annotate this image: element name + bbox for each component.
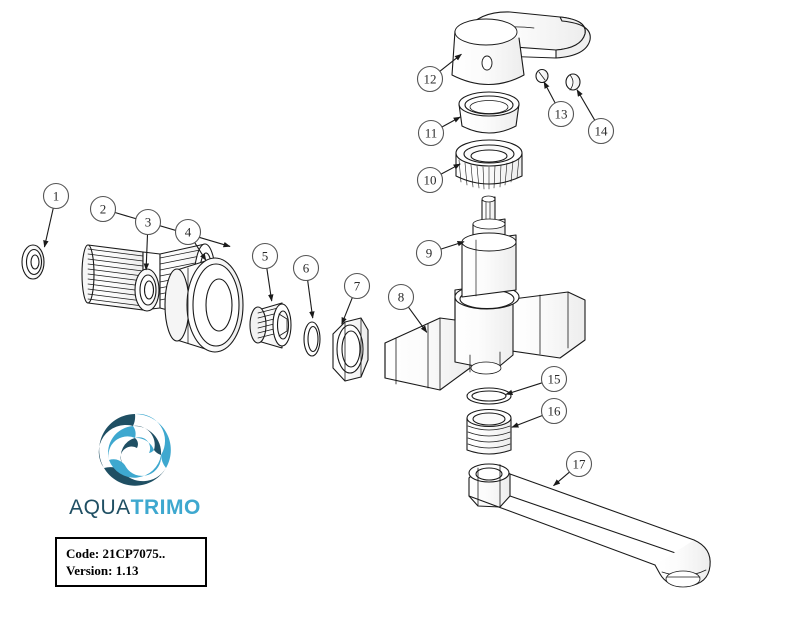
- callout-number-1: 1: [53, 189, 60, 204]
- callout-9[interactable]: 9: [415, 239, 465, 267]
- callout-leader-12: [439, 53, 462, 72]
- callout-number-2: 2: [100, 202, 107, 217]
- callout-number-6: 6: [303, 261, 310, 276]
- callout-number-3: 3: [145, 215, 152, 230]
- callout-number-5: 5: [262, 249, 269, 264]
- callout-number-15: 15: [548, 372, 561, 387]
- part-17-swivel-spout: [468, 463, 711, 588]
- callout-1[interactable]: 1: [42, 182, 70, 248]
- callout-balloon-3[interactable]: [134, 208, 162, 236]
- part-5-aerator-filter-insert: [249, 302, 292, 349]
- part-16-spout-threaded-collar: [466, 408, 512, 455]
- callout-balloon-7[interactable]: [343, 272, 371, 300]
- callout-2[interactable]: 2: [89, 195, 231, 248]
- callout-number-7: 7: [354, 279, 361, 294]
- callout-7[interactable]: 7: [341, 272, 371, 325]
- callout-balloon-11[interactable]: [417, 119, 445, 147]
- callout-leader-17: [553, 471, 570, 487]
- callout-balloon-8[interactable]: [387, 283, 415, 311]
- callout-number-4: 4: [185, 225, 192, 240]
- callout-5[interactable]: 5: [251, 242, 279, 302]
- callout-balloon-14[interactable]: [587, 117, 615, 145]
- callout-number-11: 11: [425, 126, 438, 141]
- callout-leader-5: [266, 268, 274, 302]
- part-12-lever-handle: [451, 11, 591, 85]
- callout-leader-2: [114, 212, 231, 248]
- part-13-grub-screw: [535, 68, 549, 84]
- part-9-ceramic-cartridge: [461, 195, 517, 298]
- code-label: Code: 21CP7075..: [66, 546, 166, 561]
- callout-balloon-1[interactable]: [42, 182, 70, 210]
- callout-number-14: 14: [595, 124, 609, 139]
- callout-leader-1: [43, 208, 54, 248]
- part-10-knurled-retaining-nut: [455, 139, 523, 190]
- brand-logo: AQUATRIMO: [60, 410, 210, 520]
- callout-12[interactable]: 12: [416, 53, 462, 93]
- callout-balloon-9[interactable]: [415, 239, 443, 267]
- callout-15[interactable]: 15: [505, 365, 568, 395]
- callout-11[interactable]: 11: [417, 116, 461, 147]
- callout-number-10: 10: [424, 173, 437, 188]
- callout-balloon-12[interactable]: [416, 65, 444, 93]
- callout-leader-6: [307, 280, 315, 319]
- callout-13[interactable]: 13: [543, 81, 575, 128]
- callout-balloon-2[interactable]: [89, 195, 117, 223]
- callout-balloon-13[interactable]: [547, 100, 575, 128]
- callout-3[interactable]: 3: [134, 208, 162, 271]
- callout-leader-7: [341, 297, 353, 325]
- code-version-box: Code: 21CP7075.. Version: 1.13: [55, 537, 207, 587]
- part-1-flat-washer-small: [21, 244, 45, 280]
- callout-leader-13: [543, 81, 556, 104]
- part-11-decorative-cap-ring: [458, 91, 520, 134]
- callout-6[interactable]: 6: [292, 254, 320, 319]
- callout-number-16: 16: [548, 404, 562, 419]
- callout-number-8: 8: [398, 290, 405, 305]
- aquatrimo-water-vortex-icon: [98, 413, 171, 486]
- callout-balloon-16[interactable]: [540, 397, 568, 425]
- wordmark-trimo: TRIMO: [130, 496, 201, 519]
- callout-14[interactable]: 14: [576, 89, 615, 145]
- callout-leader-15: [505, 382, 543, 395]
- callout-number-12: 12: [424, 72, 437, 87]
- callout-leader-11: [441, 116, 461, 128]
- callout-leader-10: [440, 163, 461, 175]
- callout-17[interactable]: 17: [553, 450, 593, 487]
- callout-number-17: 17: [573, 457, 587, 472]
- callout-balloon-5[interactable]: [251, 242, 279, 270]
- callout-number-9: 9: [426, 246, 433, 261]
- callout-leader-3: [143, 234, 150, 271]
- callout-balloon-4[interactable]: [174, 218, 202, 246]
- callout-leader-8: [407, 306, 428, 333]
- callout-4[interactable]: 4: [174, 218, 207, 261]
- part-6-o-ring-seal: [303, 321, 321, 357]
- wordmark-aqua: AQUA: [69, 496, 131, 519]
- part-3-flat-washer: [134, 268, 160, 312]
- callout-balloon-10[interactable]: [416, 166, 444, 194]
- part-15-spout-o-ring: [466, 387, 512, 405]
- part-4-escutcheon-cover-flange: [164, 257, 244, 353]
- brand-wordmark: AQUATRIMO: [60, 496, 210, 520]
- callout-leader-9: [440, 241, 465, 250]
- part-7-hex-cap-nut: [332, 317, 369, 382]
- callout-balloon-6[interactable]: [292, 254, 320, 282]
- part-14-index-cap-plug: [565, 73, 581, 91]
- callout-8[interactable]: 8: [387, 283, 428, 333]
- callout-16[interactable]: 16: [511, 397, 568, 428]
- callout-leader-14: [576, 89, 596, 121]
- callout-leader-16: [511, 414, 543, 428]
- callout-balloon-17[interactable]: [565, 450, 593, 478]
- callout-10[interactable]: 10: [416, 163, 461, 194]
- callout-balloon-15[interactable]: [540, 365, 568, 393]
- callout-leader-4: [194, 242, 207, 261]
- callout-number-13: 13: [555, 107, 568, 122]
- version-label: Version: 1.13: [66, 563, 139, 578]
